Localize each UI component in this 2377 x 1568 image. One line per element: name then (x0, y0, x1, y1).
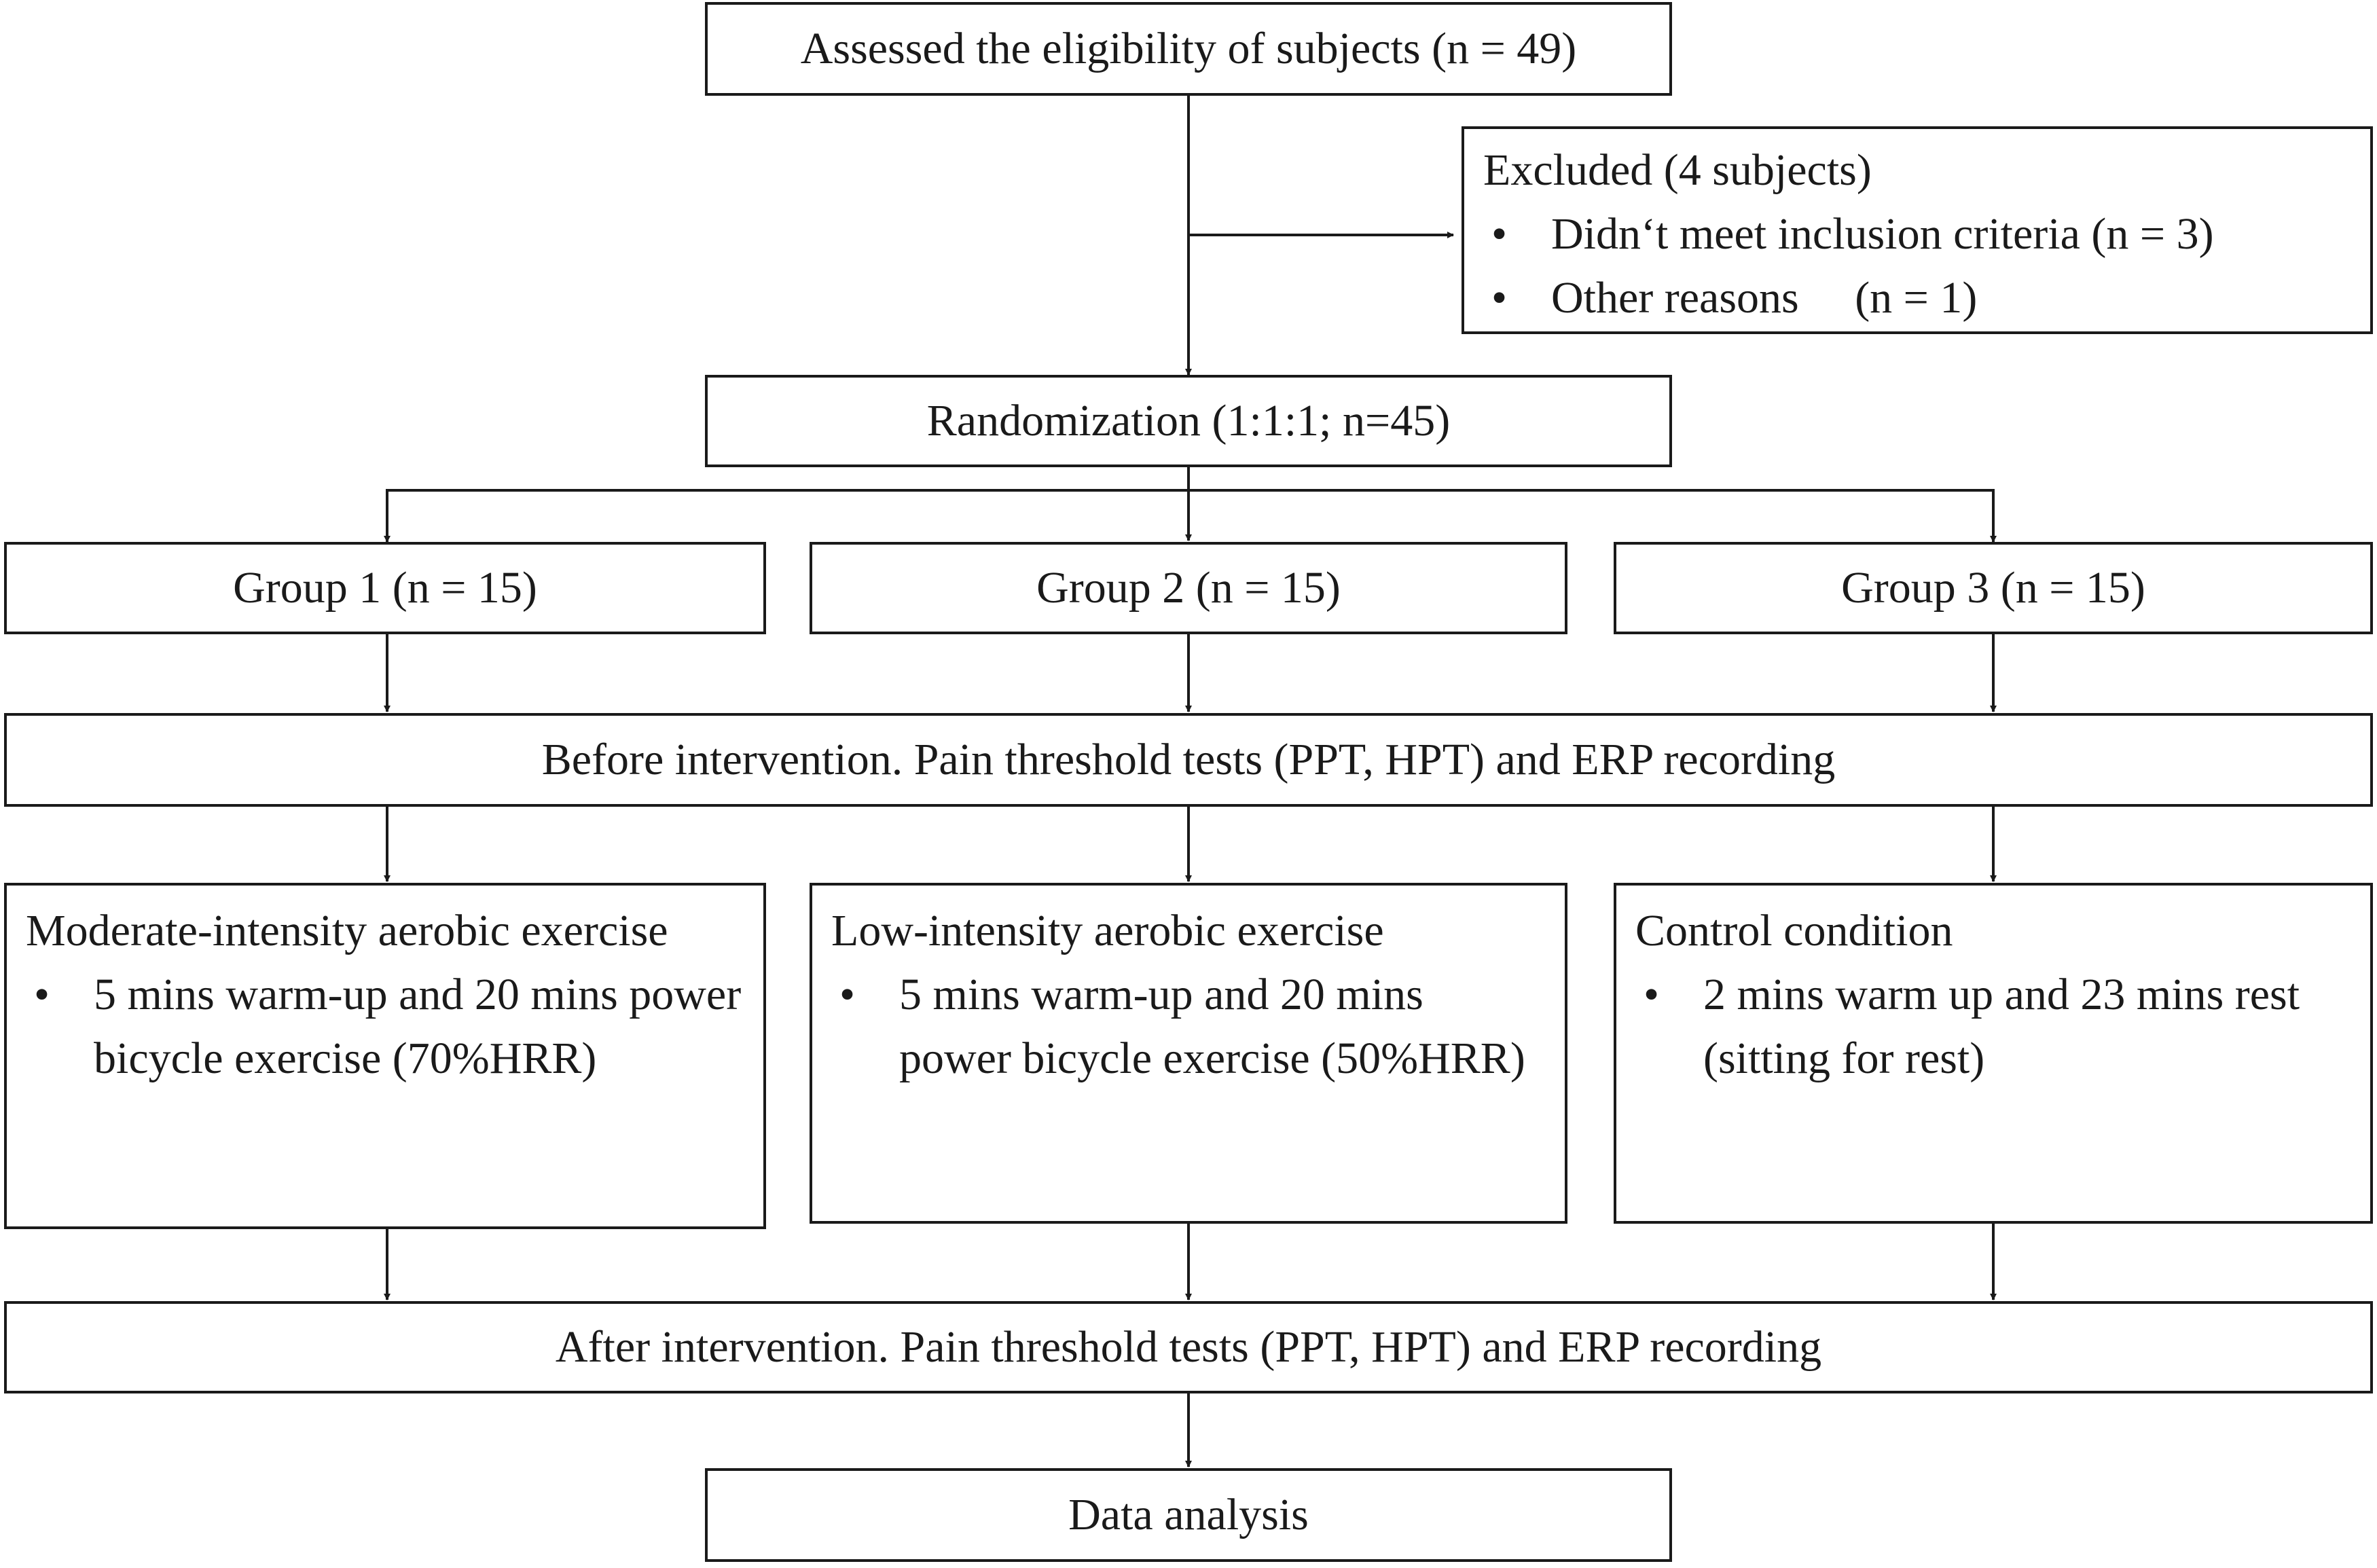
excluded-title: Excluded (4 subjects) (1483, 145, 1872, 195)
excluded-item: • Other reasons (n = 1) (1483, 266, 2351, 330)
excluded-list: •Didn‘t meet inclusion criteria (n = 3) … (1483, 202, 2351, 330)
group-2-box: Group 2 (n = 15) (810, 542, 1567, 634)
before-intervention-text: Before intervention. Pain threshold test… (541, 735, 1836, 784)
intervention-2-item-text: 5 mins warm-up and 20 mins power bicycle… (899, 970, 1525, 1083)
intervention-1-box: Moderate-intensity aerobic exercise • 5 m… (4, 883, 766, 1229)
intervention-2-title: Low-intensity aerobic exercise (831, 906, 1384, 955)
intervention-1-item: • 5 mins warm-up and 20 mins power bicycl… (26, 963, 744, 1091)
after-intervention-box: After intervention. Pain threshold tests… (4, 1301, 2373, 1393)
group-2-text: Group 2 (n = 15) (1036, 563, 1341, 613)
intervention-2-item: • 5 mins warm-up and 20 mins power bicycl… (831, 963, 1546, 1091)
intervention-2-box: Low-intensity aerobic exercise • 5 mins w… (810, 883, 1567, 1224)
group-1-box: Group 1 (n = 15) (4, 542, 766, 634)
after-intervention-text: After intervention. Pain threshold tests… (555, 1322, 1822, 1372)
bullet: • (1644, 970, 1660, 1019)
bullet: • (34, 970, 50, 1019)
randomization-box: Randomization (1:1:1; n=45) (705, 375, 1672, 467)
excluded-item: • Didn‘t meet inclusion criteria (n = 3) (1483, 202, 2351, 266)
intervention-1-item-text: 5 mins warm-up and 20 mins power bicycle… (94, 970, 742, 1083)
excluded-item-text: Didn‘t meet inclusion criteria (n = 3) (1551, 209, 2214, 259)
data-analysis-box: Data analysis (705, 1468, 1672, 1562)
assessed-eligibility-text: Assessed the eligibility of subjects (n … (800, 24, 1577, 73)
bullet: • (1491, 209, 1508, 259)
intervention-3-box: Control condition • 2 mins warm up and 23… (1614, 883, 2373, 1224)
excluded-item-text: Other reasons (n = 1) (1551, 273, 1978, 323)
intervention-3-item: • 2 mins warm up and 23 mins rest (sittin… (1635, 963, 2351, 1091)
randomization-text: Randomization (1:1:1; n=45) (926, 396, 1451, 445)
excluded-box: Excluded (4 subjects) • Didn‘t meet inclu… (1462, 126, 2373, 334)
split-line-groups (386, 489, 1995, 541)
bullet: • (839, 970, 856, 1019)
intervention-3-item-text: 2 mins warm up and 23 mins rest (sitting… (1703, 970, 2300, 1083)
group-3-box: Group 3 (n = 15) (1614, 542, 2373, 634)
assessed-eligibility-box: Assessed the eligibility of subjects (n … (705, 2, 1672, 96)
bullet: • (1491, 273, 1508, 323)
before-intervention-box: Before intervention. Pain threshold test… (4, 713, 2373, 807)
data-analysis-text: Data analysis (1068, 1490, 1309, 1539)
intervention-1-list: • 5 mins warm-up and 20 mins power bicycl… (26, 963, 744, 1091)
group-3-text: Group 3 (n = 15) (1841, 563, 2145, 613)
intervention-3-list: • 2 mins warm up and 23 mins rest (sittin… (1635, 963, 2351, 1091)
intervention-2-list: • 5 mins warm-up and 20 mins power bicycl… (831, 963, 1546, 1091)
intervention-3-title: Control condition (1635, 906, 1953, 955)
group-1-text: Group 1 (n = 15) (233, 563, 537, 613)
intervention-1-title: Moderate-intensity aerobic exercise (26, 906, 668, 955)
